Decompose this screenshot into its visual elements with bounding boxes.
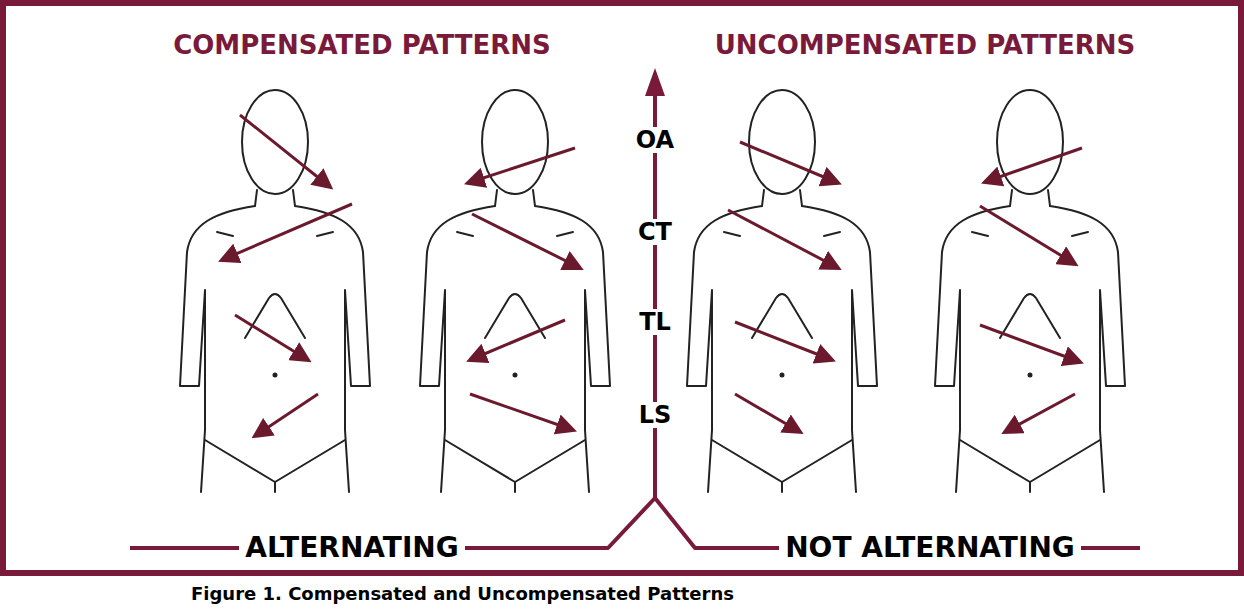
body-figure <box>420 90 610 492</box>
axis-label: NOT ALTERNATING <box>779 533 1081 564</box>
axis-label: ALTERNATING <box>239 533 465 564</box>
region-label: OA <box>630 127 680 153</box>
figure-caption: Figure 1. Compensated and Uncompensated … <box>185 584 740 604</box>
rotation-arrows <box>222 115 1082 436</box>
pattern-heading: UNCOMPENSATED PATTERNS <box>709 31 1142 60</box>
body-figure <box>687 90 877 492</box>
body-figure <box>180 90 370 492</box>
region-label: LS <box>633 402 678 428</box>
region-label: TL <box>633 309 677 335</box>
region-label: CT <box>632 219 678 245</box>
body-figure <box>935 90 1125 492</box>
pattern-heading: COMPENSATED PATTERNS <box>167 31 557 60</box>
